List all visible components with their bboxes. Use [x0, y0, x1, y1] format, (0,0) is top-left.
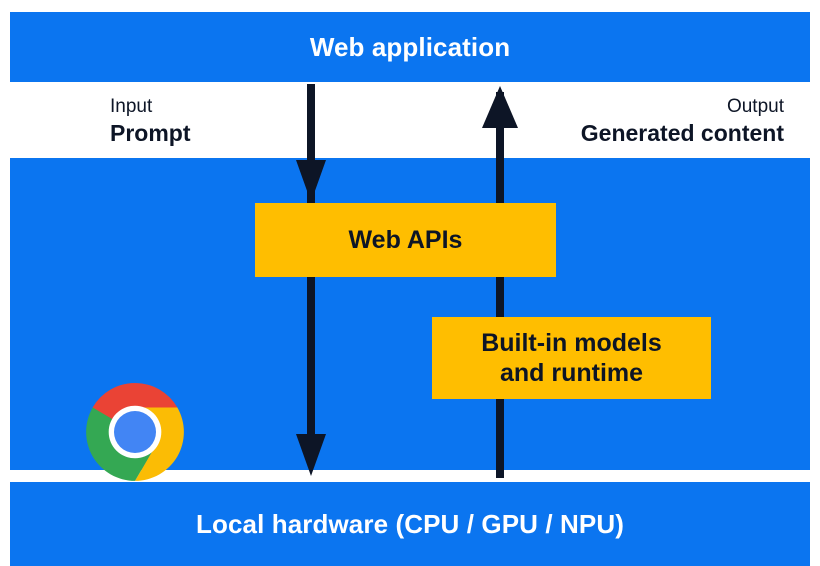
band-local-hardware-label: Local hardware (CPU / GPU / NPU) — [196, 509, 624, 539]
band-web-application-label: Web application — [309, 32, 511, 62]
flow-input-value: Prompt — [110, 120, 191, 147]
flow-output-value: Generated content — [580, 120, 784, 147]
box-web-apis[interactable]: Web APIs — [255, 203, 556, 277]
flow-label-input: Input Prompt — [110, 96, 191, 148]
flow-input-kind: Input — [110, 96, 153, 117]
flow-output-kind: Output — [726, 96, 784, 117]
box-web-apis-label: Web APIs — [348, 226, 463, 254]
chrome-logo-icon — [86, 383, 184, 481]
flow-label-output: Output Generated content — [581, 96, 784, 148]
band-local-hardware: Local hardware (CPU / GPU / NPU) — [10, 482, 810, 566]
arrow-input-prompt-down — [296, 84, 326, 476]
arrow-output-generated-up — [482, 86, 518, 478]
box-builtin-models-label: Built-in models and runtime — [481, 329, 662, 387]
band-web-application: Web application — [10, 12, 810, 82]
box-builtin-models[interactable]: Built-in models and runtime — [432, 317, 711, 399]
